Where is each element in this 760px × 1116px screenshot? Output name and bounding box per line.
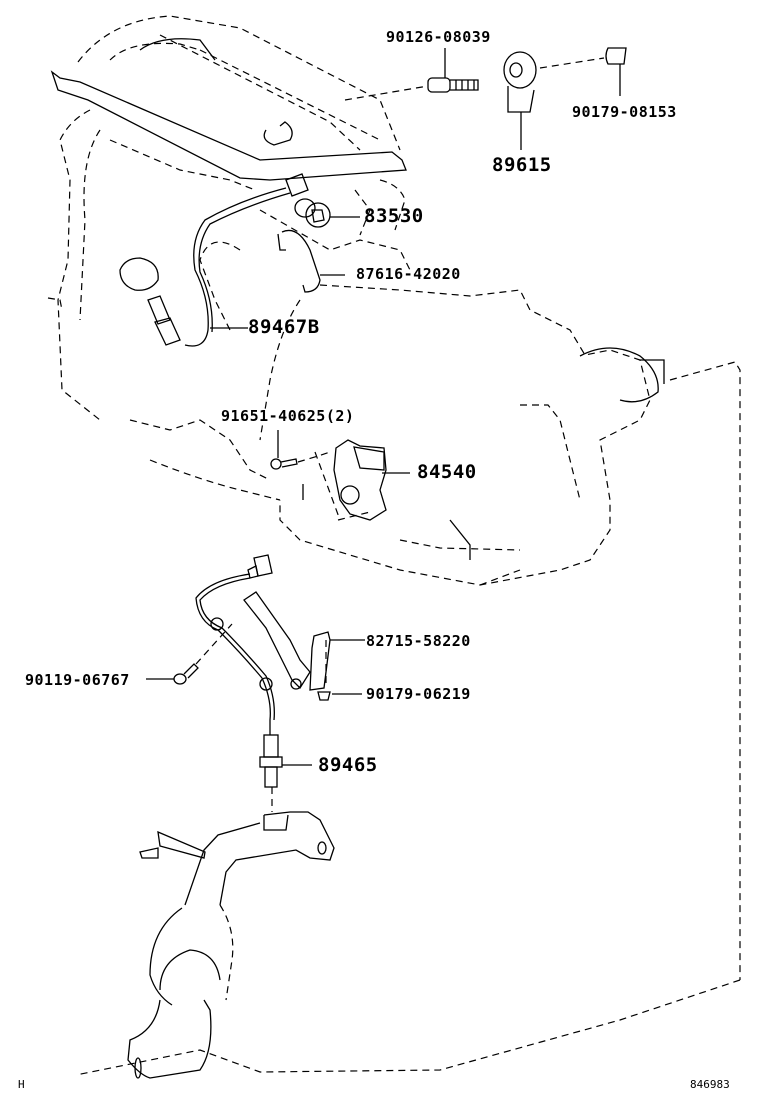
neutral-switch-drawing — [270, 430, 410, 521]
af-sensor-drawing — [147, 295, 248, 346]
oil-pressure-switch-drawing — [184, 173, 360, 347]
part-label-90179-08153[interactable]: 90179-08153 — [572, 103, 677, 121]
part-label-89615[interactable]: 89615 — [492, 154, 552, 176]
engine-block-drawing — [47, 15, 411, 501]
part-label-90119-06767[interactable]: 90119-06767 — [25, 671, 130, 689]
footer-drawing-number: 846983 — [690, 1078, 730, 1091]
part-label-91651-40625[interactable]: 91651-40625(2) — [221, 407, 355, 425]
bracket-drawing — [243, 591, 365, 701]
part-label-84540[interactable]: 84540 — [417, 461, 477, 483]
clamp-drawing — [277, 229, 345, 293]
part-label-89467B[interactable]: 89467B — [248, 316, 320, 338]
part-label-87616-42020[interactable]: 87616-42020 — [356, 265, 461, 283]
bolt-90119-drawing — [146, 623, 233, 685]
part-label-83530[interactable]: 83530 — [364, 205, 424, 227]
footer-code-left: H — [18, 1078, 25, 1091]
part-label-90179-06219[interactable]: 90179-06219 — [366, 685, 471, 703]
part-label-90126-08039[interactable]: 90126-08039 — [386, 28, 491, 46]
part-label-82715-58220[interactable]: 82715-58220 — [366, 632, 471, 650]
part-label-89465[interactable]: 89465 — [318, 754, 378, 776]
transmission-drawing — [279, 284, 741, 980]
knock-sensor-drawing — [344, 47, 627, 150]
o2-sensor-drawing — [195, 554, 312, 812]
exhaust-pipe-drawing — [127, 811, 335, 1079]
